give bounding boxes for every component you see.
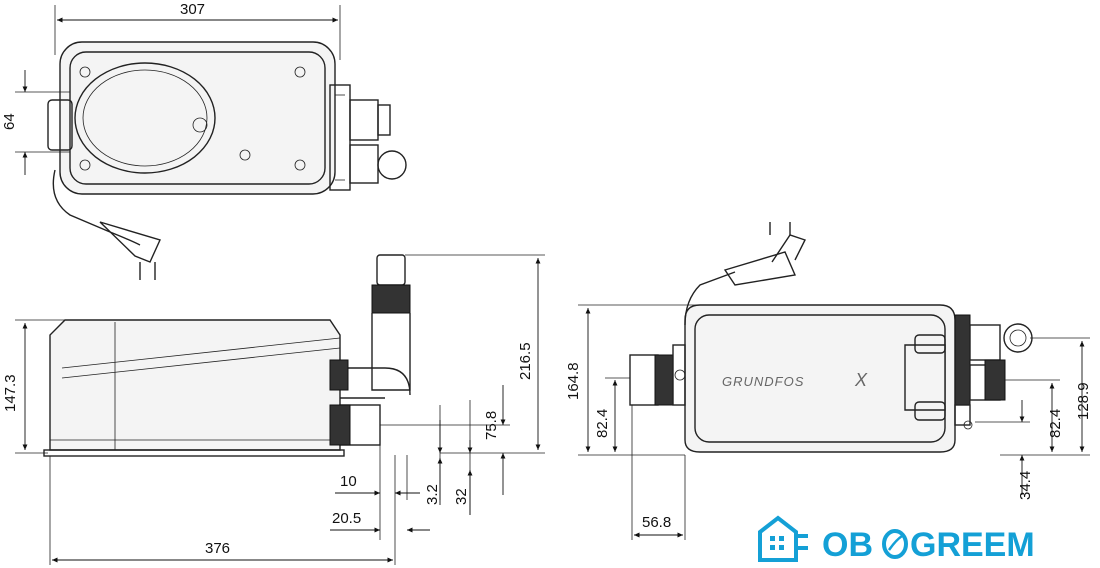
dim-side-offset-20-5: 20.5: [332, 510, 361, 527]
dim-top-width: 307: [180, 1, 205, 18]
dim-back-width-offset: 56.8: [642, 514, 671, 531]
dim-side-offset-10: 10: [340, 473, 357, 490]
dim-top-height: 64: [1, 113, 18, 130]
watermark-text-left: OB: [822, 526, 873, 564]
dim-back-height: 164.8: [565, 362, 582, 400]
dim-back-left-inlet: 82.4: [594, 409, 611, 438]
dim-back-right-inlet: 82.4: [1047, 409, 1064, 438]
dim-side-body-height: 147.3: [2, 374, 19, 412]
dim-side-total-height: 216.5: [517, 342, 534, 380]
dim-back-right-height: 128.9: [1075, 382, 1092, 420]
dim-side-outlet-height: 75.8: [483, 411, 500, 440]
watermark-text-right: GREEM: [910, 526, 1035, 564]
brand-product-mark: X: [854, 370, 868, 390]
top-view: 307 64: [1, 1, 407, 280]
dim-back-bottom-offset: 34.4: [1017, 471, 1034, 500]
side-view: 216.5 147.3 75.8 10 3.2 32 20.5: [2, 254, 545, 565]
watermark-logo: OB GREEM: [758, 515, 1035, 564]
leaf-icon: [882, 529, 908, 559]
dim-side-total-length: 376: [205, 540, 230, 557]
house-icon: [758, 515, 808, 562]
dim-side-offset-3-2: 3.2: [424, 484, 441, 505]
brand-product-text: GRUNDFOS: [722, 374, 804, 389]
back-view: GRUNDFOS X 164.8 82.4: [565, 222, 1092, 540]
dim-side-offset-32: 32: [453, 488, 470, 505]
